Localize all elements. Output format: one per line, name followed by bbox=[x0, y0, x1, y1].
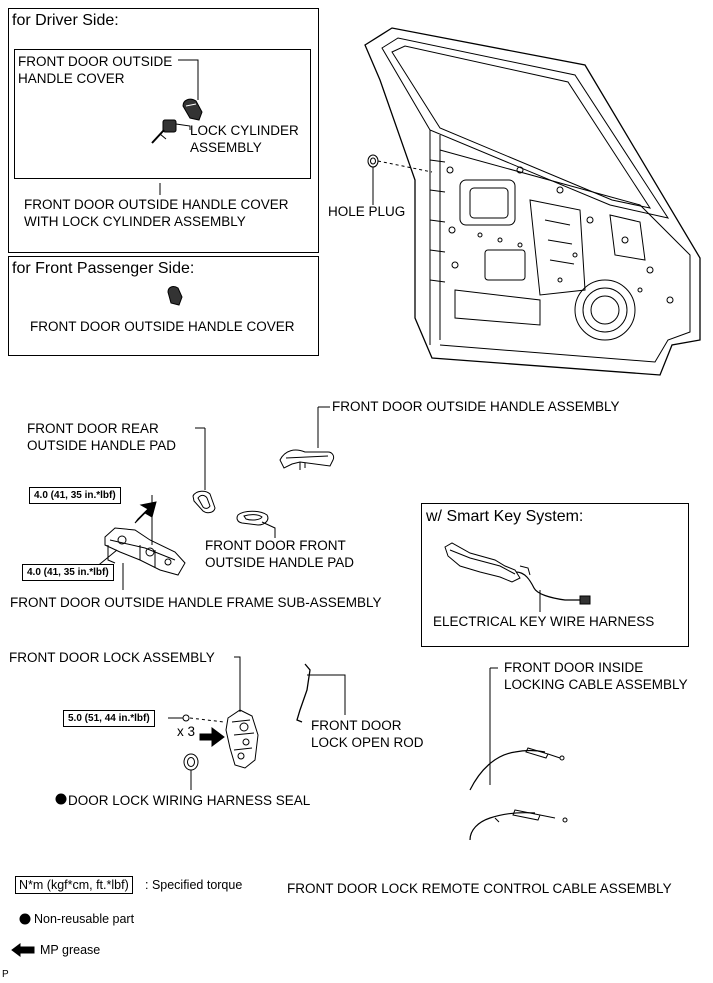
corner-mark: P bbox=[2, 969, 9, 980]
passenger-side-heading: for Front Passenger Side: bbox=[12, 260, 195, 277]
electrical-key-wire-harness-illustration bbox=[444, 542, 591, 612]
front-outside-handle-pad-label: FRONT DOOR FRONT OUTSIDE HANDLE PAD bbox=[205, 538, 355, 570]
torque-spec-lower: 4.0 (41, 35 in.*lbf) bbox=[22, 564, 114, 581]
hole-plug-label: HOLE PLUG bbox=[328, 204, 406, 219]
rear-outside-handle-pad-illustration bbox=[192, 427, 216, 514]
remote-control-cable-illustration bbox=[469, 809, 568, 841]
non-reusable-dot-icon bbox=[19, 913, 31, 925]
inside-locking-cable-label: FRONT DOOR INSIDE LOCKING CABLE ASSEMBLY bbox=[504, 660, 688, 692]
torque-spec-upper: 4.0 (41, 35 in.*lbf) bbox=[29, 487, 121, 504]
legend-torque-desc: : Specified torque bbox=[145, 878, 243, 892]
driver-side-heading: for Driver Side: bbox=[12, 12, 119, 29]
mp-grease-arrow-icon bbox=[11, 943, 35, 957]
front-outside-handle-pad-illustration bbox=[236, 510, 276, 538]
lock-screw-quantity: x 3 bbox=[177, 724, 196, 739]
legend-non-reusable-label: Non-reusable part bbox=[34, 912, 135, 926]
legend-torque-units: N*m (kgf*cm, ft.*lbf) bbox=[15, 876, 133, 894]
non-reusable-dot-seal-icon bbox=[55, 793, 67, 805]
outside-handle-cover-passenger-illustration bbox=[167, 286, 183, 306]
passenger-side-box bbox=[8, 256, 319, 356]
front-door-lock-assembly-illustration bbox=[189, 656, 259, 769]
door-lock-wiring-harness-seal-illustration bbox=[183, 753, 199, 790]
hole-plug-illustration bbox=[367, 154, 433, 205]
outside-handle-assembly-illustration bbox=[279, 406, 335, 470]
passenger-outside-handle-cover-label: FRONT DOOR OUTSIDE HANDLE COVER bbox=[30, 319, 295, 334]
mp-grease-arrow-lock bbox=[199, 727, 225, 747]
front-door-lock-assembly-label: FRONT DOOR LOCK ASSEMBLY bbox=[9, 650, 215, 665]
smart-key-heading: w/ Smart Key System: bbox=[426, 508, 584, 525]
lock-cylinder-illustration bbox=[151, 119, 191, 144]
lock-open-rod-illustration bbox=[296, 663, 346, 723]
lock-open-rod-label: FRONT DOOR LOCK OPEN ROD bbox=[311, 718, 424, 750]
door-panel-illustration bbox=[364, 27, 701, 376]
legend-mp-grease-label: MP grease bbox=[40, 943, 101, 957]
inside-locking-cable-illustration bbox=[469, 667, 565, 791]
lock-cylinder-label: LOCK CYLINDER ASSEMBLY bbox=[190, 123, 299, 155]
driver-side-box bbox=[8, 8, 319, 253]
outside-handle-cover-driver-illustration bbox=[178, 59, 203, 121]
driver-outside-handle-cover-label: FRONT DOOR OUTSIDE HANDLE COVER bbox=[18, 54, 173, 86]
driver-side-inner-box bbox=[14, 49, 311, 179]
torque-spec-lock: 5.0 (51, 44 in.*lbf) bbox=[63, 710, 155, 727]
harness-seal-label: DOOR LOCK WIRING HARNESS SEAL bbox=[68, 793, 311, 808]
rear-outside-handle-pad-label: FRONT DOOR REAR OUTSIDE HANDLE PAD bbox=[27, 421, 177, 453]
lock-screw-illustration bbox=[168, 714, 190, 722]
smart-key-box bbox=[421, 503, 689, 647]
mp-grease-arrow-handle bbox=[134, 501, 157, 524]
cover-with-cylinder-label: FRONT DOOR OUTSIDE HANDLE COVER WITH LOC… bbox=[24, 197, 289, 229]
remote-control-cable-label: FRONT DOOR LOCK REMOTE CONTROL CABLE ASS… bbox=[287, 881, 672, 896]
electrical-key-wire-harness-label: ELECTRICAL KEY WIRE HARNESS bbox=[433, 614, 655, 629]
outside-handle-assembly-label: FRONT DOOR OUTSIDE HANDLE ASSEMBLY bbox=[332, 399, 620, 414]
frame-sub-assembly-label: FRONT DOOR OUTSIDE HANDLE FRAME SUB-ASSE… bbox=[10, 595, 382, 610]
